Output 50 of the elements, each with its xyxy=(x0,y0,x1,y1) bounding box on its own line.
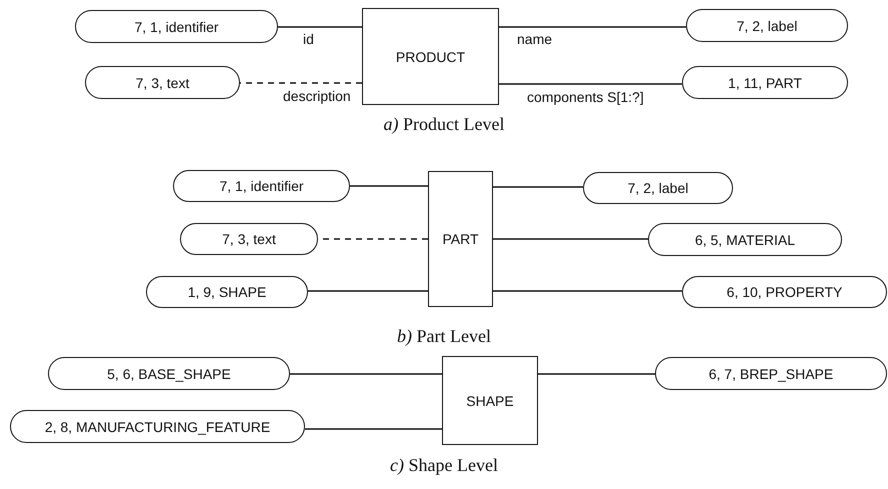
connector-line xyxy=(350,185,428,187)
entity-box xyxy=(362,8,499,105)
node-label: 6, 7, BREP_SHAPE xyxy=(708,366,834,382)
node-label: 1, 11, PART xyxy=(728,74,802,90)
node-label: 7, 3, text xyxy=(222,231,276,247)
node-label: SHAPE xyxy=(466,392,514,408)
type-rounded-box xyxy=(48,357,290,390)
connector-line xyxy=(308,290,428,292)
connector-line xyxy=(305,428,442,430)
node-label: PRODUCT xyxy=(396,48,466,64)
figure-caption: b) Part Level xyxy=(397,326,491,347)
connector-line xyxy=(290,373,442,375)
node-label: PART xyxy=(442,231,479,247)
type-rounded-box xyxy=(173,170,350,202)
node-label: 6, 10, PROPERTY xyxy=(726,284,842,300)
edge-label: components S[1:?] xyxy=(526,89,645,105)
type-rounded-box xyxy=(686,9,848,42)
type-rounded-box xyxy=(85,66,240,99)
type-rounded-box xyxy=(146,276,308,308)
connector-line xyxy=(240,82,362,84)
connector-line xyxy=(278,26,362,28)
entity-box xyxy=(428,171,493,307)
node-label: 6, 5, MATERIAL xyxy=(694,232,796,248)
type-rounded-box xyxy=(180,223,318,255)
node-label: 1, 9, SHAPE xyxy=(188,284,266,300)
type-rounded-box xyxy=(583,172,733,204)
figure-caption: a) Product Level xyxy=(384,114,504,135)
connector-line xyxy=(493,186,583,188)
node-label: 7, 3, text xyxy=(136,74,190,90)
type-rounded-box xyxy=(75,10,278,43)
type-rounded-box xyxy=(682,276,887,308)
entity-box xyxy=(442,356,538,445)
connector-line xyxy=(493,290,682,292)
connector-line xyxy=(499,26,686,28)
node-label: 7, 1, identifier xyxy=(219,178,304,194)
figure-caption: c) Shape Level xyxy=(390,455,498,476)
edge-label: id xyxy=(302,31,315,47)
connector-line xyxy=(493,238,648,240)
connector-line xyxy=(538,373,655,375)
node-label: 7, 2, label xyxy=(736,18,798,34)
type-rounded-box xyxy=(655,357,887,390)
type-rounded-box xyxy=(648,223,842,256)
node-label: 7, 2, label xyxy=(628,180,688,196)
edge-label: description xyxy=(282,88,352,104)
node-label: 7, 1, identifier xyxy=(134,18,219,34)
connector-line xyxy=(499,83,682,85)
node-label: 2, 8, MANUFACTURING_FEATURE xyxy=(44,418,270,434)
type-rounded-box xyxy=(10,410,305,443)
type-rounded-box xyxy=(682,66,848,99)
node-label: 5, 6, BASE_SHAPE xyxy=(107,366,231,382)
